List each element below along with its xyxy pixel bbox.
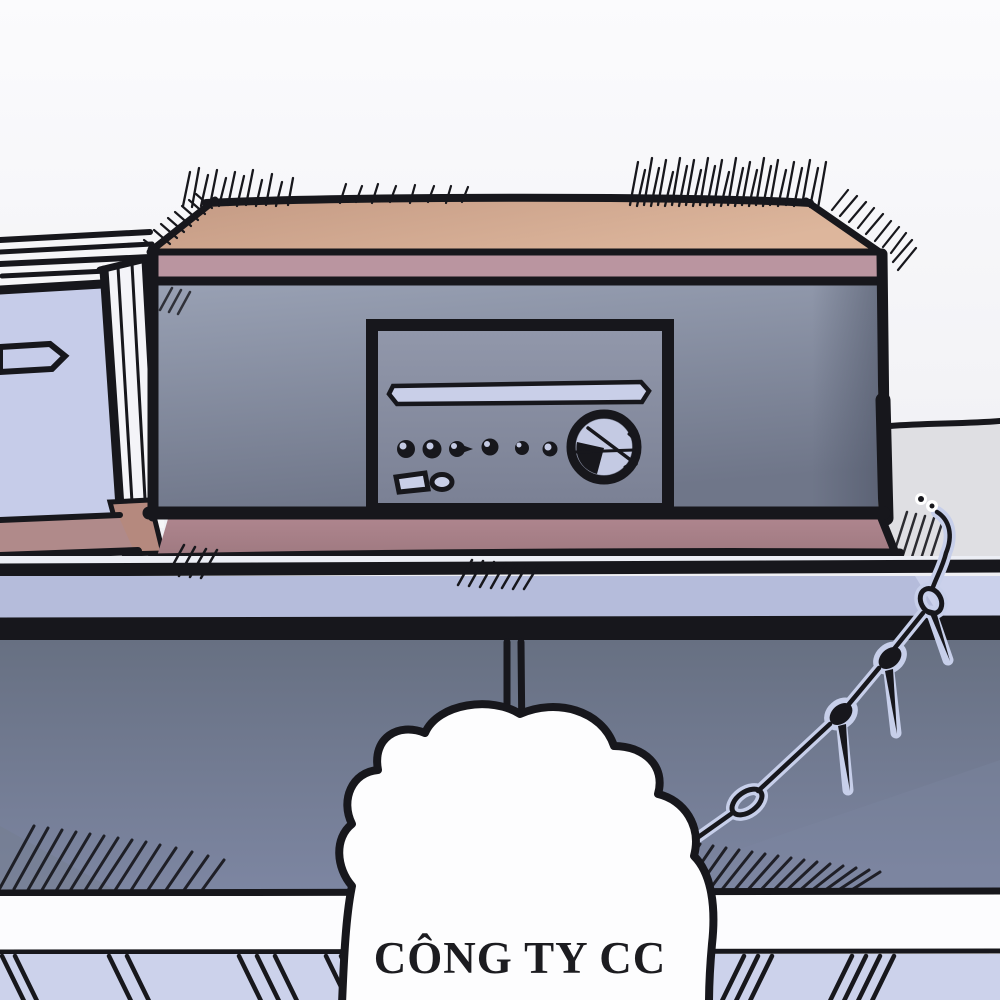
drawer-handle: [0, 340, 70, 376]
oval-button: [429, 472, 455, 492]
knob: [422, 439, 442, 459]
shelf-front-bottom-line: [0, 615, 1000, 643]
drawer-base-bottom-line: [0, 547, 142, 560]
page-line: [0, 241, 155, 255]
knob: [397, 440, 415, 458]
wall-hatching: [891, 510, 945, 565]
panel-hatching-bottom-left: [0, 824, 226, 895]
knob-highlight: [451, 443, 457, 449]
top-left-slope: [148, 196, 219, 254]
string-knot: [917, 586, 945, 616]
shelf-front-band: [0, 576, 1000, 620]
string-wire: [687, 610, 926, 846]
drawer-base: [0, 515, 135, 559]
knob: [515, 441, 529, 455]
fur-hatching-right-corner: [830, 188, 918, 272]
speech-text: CÔNG TY CC: [373, 933, 667, 983]
knob-highlight: [484, 441, 490, 447]
knob-tail: [462, 445, 473, 453]
string-curl: [930, 509, 952, 590]
fur-hatching-left-slope: [142, 192, 214, 254]
drawer-stack: [0, 224, 167, 560]
string-bead: [829, 703, 853, 725]
receiver-top-surface: [152, 201, 879, 252]
ink-dot: [918, 496, 924, 502]
fur-hatching-right: [628, 156, 828, 210]
knob-highlight: [516, 442, 522, 448]
receiver-front-lip: [150, 254, 880, 280]
display-slot: [386, 379, 652, 407]
ink-dot: [929, 503, 935, 509]
shelf-front-top-line: [0, 559, 1000, 577]
drawer-front-face: [0, 283, 118, 526]
knob-highlight: [426, 442, 434, 450]
speed-lines-right: [719, 953, 897, 1000]
speech-bubble: [335, 700, 718, 1000]
page-line: [0, 254, 153, 267]
page-line: [0, 229, 153, 243]
shelf-hatching-left: [166, 543, 219, 580]
string-loop: [729, 786, 765, 818]
drawer-top-edge: [0, 279, 107, 295]
shadow-patch-right: [610, 760, 1000, 893]
string-spike: [928, 609, 950, 661]
face-corner-hatching: [158, 286, 192, 316]
dial-needle-diagonal: [586, 426, 638, 466]
page-band-left-line: [99, 265, 126, 527]
shelf-hatching-center: [456, 558, 540, 591]
knob-highlight: [399, 442, 407, 450]
right-edge-thick: [875, 392, 894, 526]
stereo-receiver: [142, 156, 918, 563]
control-panel: [366, 319, 674, 515]
page-band-top-cap: [96, 254, 154, 274]
knob-highlight: [544, 443, 552, 451]
barbed-string: [684, 493, 956, 849]
tuning-dial: [566, 409, 642, 485]
drawer-base-top-line: [0, 512, 123, 523]
speech-bubble-outline: [335, 700, 718, 1000]
string-bead: [878, 647, 902, 669]
rect-button: [393, 470, 431, 495]
receiver-base: [156, 512, 897, 560]
top-right-slope: [802, 197, 885, 257]
knob: [481, 438, 499, 456]
shelf: [0, 543, 1000, 643]
dial-arc: [623, 432, 639, 469]
under-shelf-panel: [0, 638, 1000, 895]
page-band-inner-lines: [116, 262, 148, 521]
string-spike: [885, 669, 897, 734]
face-right-shading: [812, 282, 878, 512]
fur-hatching-middle: [338, 182, 470, 205]
dial-needle-horizontal: [574, 448, 636, 454]
knob-row: [397, 438, 558, 459]
wall-edge-line: [887, 418, 1000, 429]
string-spike: [838, 724, 850, 791]
fur-hatching-left: [181, 166, 295, 209]
